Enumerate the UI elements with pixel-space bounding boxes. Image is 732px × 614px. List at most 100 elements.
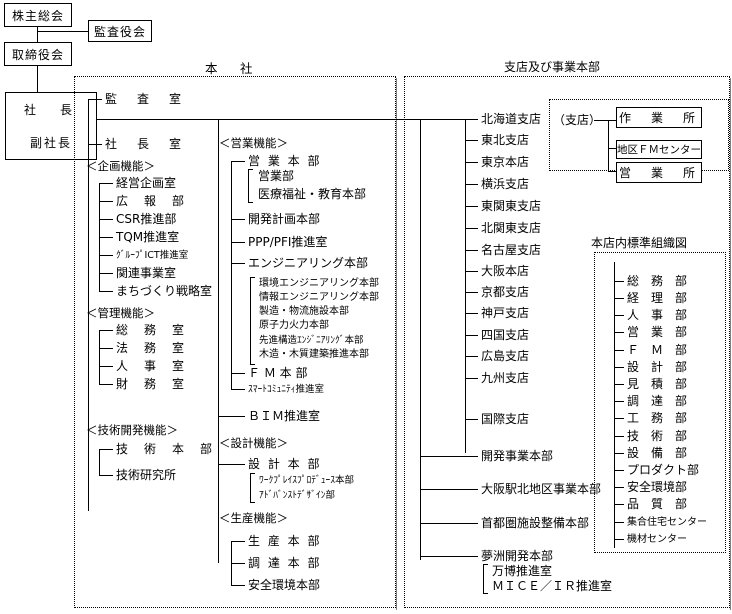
tick-hontennai-5 bbox=[614, 367, 624, 368]
item-hontennai-0: 総 務 部 bbox=[627, 274, 688, 288]
tick-seisan-2 bbox=[231, 585, 245, 586]
connector-branches-top bbox=[420, 119, 466, 120]
item-seisan-2: 安全環境本部 bbox=[248, 578, 321, 592]
item-hontennai-13: 品 質 部 bbox=[627, 497, 688, 511]
tick-branch-7 bbox=[465, 271, 478, 272]
frame-honsha-shadow-right bbox=[396, 78, 397, 610]
tick-shiten-box-0 bbox=[608, 120, 616, 121]
item-branch-0: 北海道支店 bbox=[481, 112, 542, 126]
trunk-branches-main bbox=[420, 119, 421, 560]
item-gijutsu-1: 技術研究所 bbox=[116, 468, 177, 482]
tick-branch-8 bbox=[465, 292, 478, 293]
section-gijutsu-header: ＜技術開発機能＞ bbox=[86, 423, 178, 437]
box-shareholders-meeting: 株主総会 bbox=[4, 3, 72, 27]
tick-eigyo-honbu bbox=[231, 161, 245, 162]
tick-hontennai-0 bbox=[614, 281, 624, 282]
tick-kanri-3 bbox=[99, 384, 113, 385]
item-kikaku-1: 広 報 部 bbox=[116, 194, 187, 208]
tick-branch-0 bbox=[465, 119, 478, 120]
box-chiku-fm-center: 地区ＦＭセンター bbox=[616, 140, 702, 159]
tick-gijutsu-0 bbox=[99, 449, 113, 450]
tick-division-3 bbox=[420, 556, 478, 557]
item-bim: ＢＩＭ推進室 bbox=[248, 409, 321, 423]
item-eng-sub-5: 木造・木質建築推進本部 bbox=[259, 349, 369, 360]
connector-shiten-box bbox=[594, 120, 608, 121]
item-hontennai-5: 設 計 部 bbox=[627, 360, 688, 374]
frame-shiten bbox=[404, 76, 730, 608]
item-hontennai-2: 人 事 部 bbox=[627, 308, 688, 322]
tick-sekkei-honbu bbox=[218, 464, 245, 465]
item-yumeshima-sub-1: ＭＩＣＥ／ＩＲ推進室 bbox=[492, 579, 613, 593]
tick-division-0 bbox=[420, 456, 478, 457]
tick-division-1 bbox=[420, 489, 478, 490]
tick-eigyo-item2-1 bbox=[231, 389, 245, 390]
item-sekkei-honbu: 設 計 本 部 bbox=[248, 457, 322, 471]
tick-branch-1 bbox=[465, 140, 478, 141]
header-honsha: 本 社 bbox=[205, 61, 258, 76]
frame-honsha bbox=[74, 76, 396, 608]
tick-shiten-box-2 bbox=[608, 171, 616, 172]
item-branch-7: 大阪本店 bbox=[481, 264, 530, 278]
item-branch-12: 九州支店 bbox=[481, 371, 530, 385]
item-hontennai-9: 技 術 部 bbox=[627, 429, 688, 443]
tick-branch-2 bbox=[465, 162, 478, 163]
tick-seisan-1 bbox=[231, 563, 245, 564]
item-kanri-1: 法 務 室 bbox=[116, 341, 187, 355]
board-label: 取締役会 bbox=[11, 47, 64, 62]
tick-hontennai-14 bbox=[614, 522, 624, 523]
tick-hontennai-8 bbox=[614, 418, 624, 419]
label-shiten-paren: （支店） bbox=[553, 113, 602, 127]
subtrunk-branches bbox=[465, 119, 466, 453]
frame-shiten-shadow-right bbox=[730, 78, 731, 610]
shareholders-label: 株主総会 bbox=[11, 8, 64, 23]
tick-eigyo-item-2 bbox=[231, 263, 245, 264]
tick-kikaku-3 bbox=[99, 237, 113, 238]
tick-branch-4 bbox=[465, 206, 478, 207]
tick-branch-9 bbox=[465, 313, 478, 314]
item-branch-8: 京都支店 bbox=[481, 285, 530, 299]
item-hontennai-1: 経 理 部 bbox=[627, 291, 688, 305]
tick-hontennai-1 bbox=[614, 298, 624, 299]
item-kikaku-0: 経営企画室 bbox=[116, 176, 177, 190]
item-hontennai-3: 営 業 部 bbox=[627, 325, 688, 339]
header-hontennai: 本店内標準組織図 bbox=[591, 236, 688, 250]
item-kanri-3: 財 務 室 bbox=[116, 377, 187, 391]
tick-branch-10 bbox=[465, 335, 478, 336]
tick-kikaku-0 bbox=[99, 183, 113, 184]
connector-board-down bbox=[37, 66, 38, 92]
item-division-0: 開発事業本部 bbox=[481, 449, 554, 463]
item-eigyo-honbu: 営 業 本 部 bbox=[248, 154, 322, 168]
box-sagyosho: 作 業 所 bbox=[616, 107, 702, 128]
item-branch-11: 広島支店 bbox=[481, 349, 530, 363]
vice-president-label: 副社長 bbox=[29, 136, 72, 150]
item-hontennai-8: 工 務 部 bbox=[627, 411, 688, 425]
item-branch-5: 北関東支店 bbox=[481, 221, 542, 235]
item-kikaku-5: 関連事業室 bbox=[116, 266, 177, 280]
item-eigyo-sub-0: 営業部 bbox=[258, 169, 295, 183]
connector-shareholders-auditors bbox=[37, 31, 89, 32]
tick-division-2 bbox=[420, 523, 478, 524]
tick-kanri-2 bbox=[99, 366, 113, 367]
item-eng-sub-3: 原子力火力本部 bbox=[259, 320, 329, 331]
item-kikaku-3: TQM推進室 bbox=[116, 230, 180, 244]
tick-kanri-1 bbox=[99, 348, 113, 349]
item-sekkei-sub-0: ﾜｰｸﾌﾟﾚｲｽﾌﾟﾛﾃﾞｭｰｽ本部 bbox=[259, 475, 355, 486]
item-branch-4: 東関東支店 bbox=[481, 199, 542, 213]
tick-hontennai-10 bbox=[614, 453, 624, 454]
tick-hontennai-9 bbox=[614, 436, 624, 437]
tick-shachoshitsu bbox=[88, 144, 102, 145]
tick-eigyo-item-1 bbox=[231, 242, 245, 243]
item-branch-6: 名古屋支店 bbox=[481, 243, 542, 257]
item-kanri-0: 総 務 室 bbox=[116, 323, 187, 337]
tick-eigyo-item2-0 bbox=[231, 373, 245, 374]
tick-kansa bbox=[88, 99, 102, 100]
tick-kikaku-4 bbox=[99, 255, 113, 256]
tick-hontennai-6 bbox=[614, 384, 624, 385]
item-hontennai-7: 調 達 部 bbox=[627, 394, 688, 408]
tick-branch-kokusai bbox=[465, 419, 478, 420]
item-hontennai-11: プロダクト部 bbox=[627, 463, 700, 477]
bracket-yumeshima-sub bbox=[483, 564, 488, 594]
tick-hontennai-12 bbox=[614, 487, 624, 488]
item-branch-10: 四国支店 bbox=[481, 328, 530, 342]
